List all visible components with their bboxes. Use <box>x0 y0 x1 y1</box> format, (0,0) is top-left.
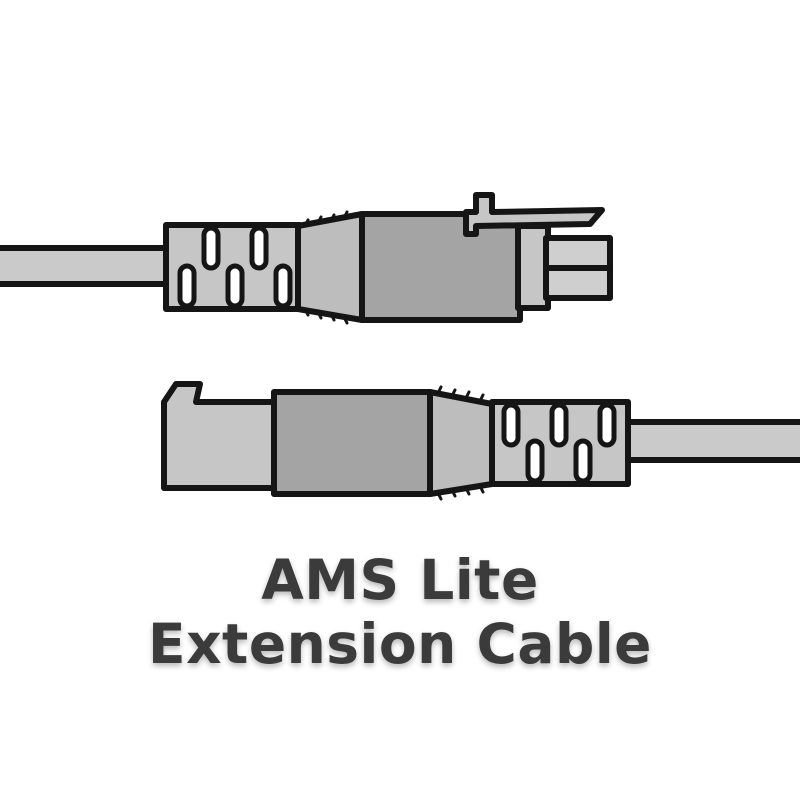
product-title-line-1: AMS Lite <box>261 548 539 612</box>
top-pin-lower <box>543 265 613 301</box>
bottom-cable <box>625 419 800 463</box>
top-latch <box>463 192 605 237</box>
bottom-housing <box>271 389 433 497</box>
bottom-taper <box>427 389 495 497</box>
female-connector-icon <box>161 381 800 501</box>
top-cable <box>0 245 171 287</box>
product-title: AMS Lite Extension Cable <box>0 548 800 676</box>
top-taper <box>295 211 365 323</box>
bottom-head <box>161 381 277 491</box>
product-title-line-2: Extension Cable <box>148 612 652 676</box>
male-connector-icon <box>0 192 613 325</box>
top-housing <box>359 211 523 323</box>
